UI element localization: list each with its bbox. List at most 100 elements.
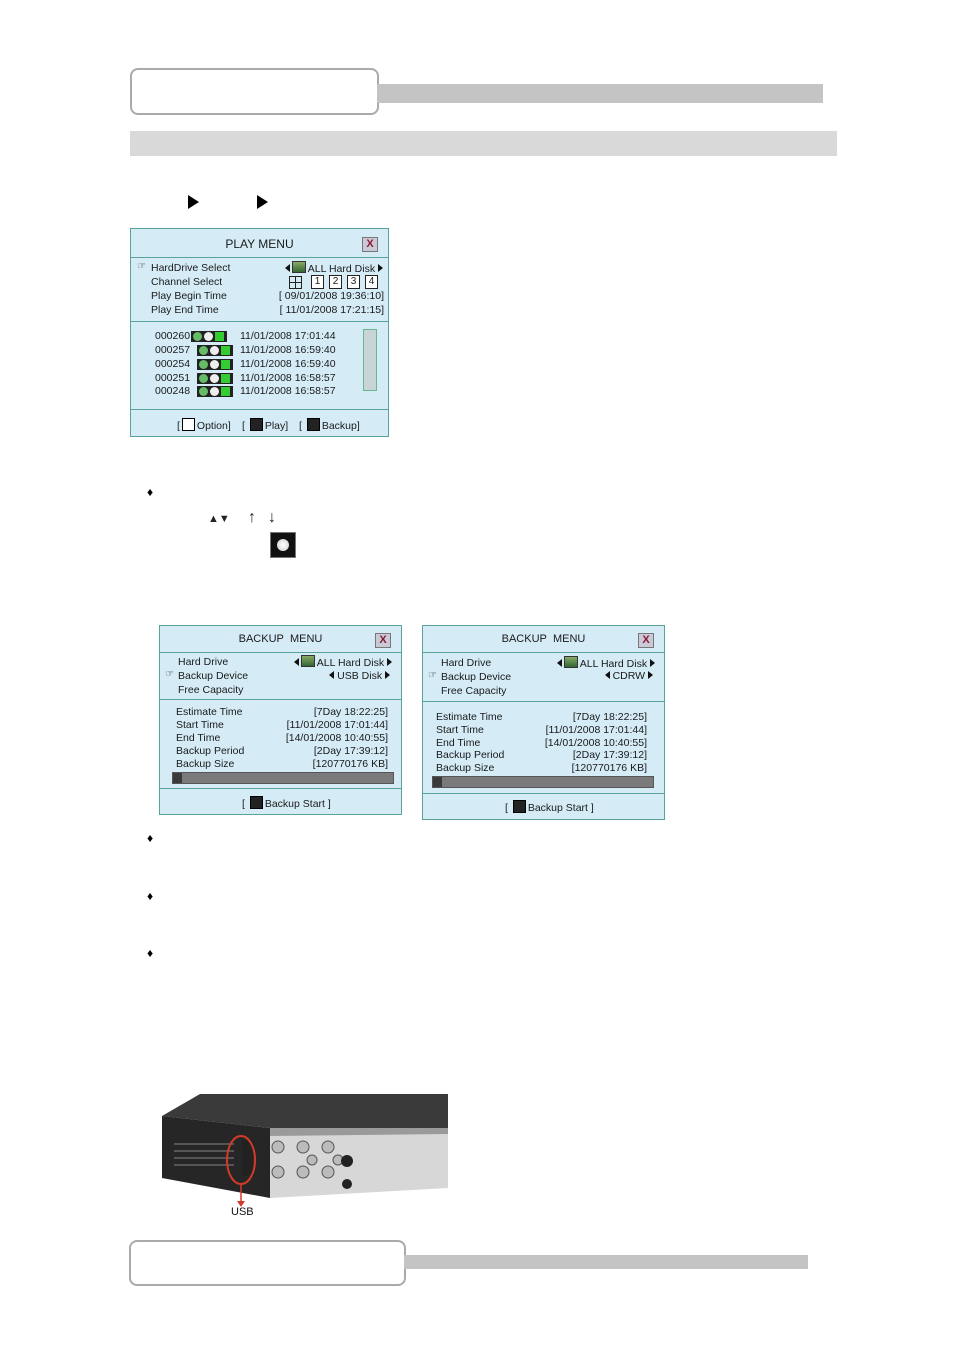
backup-size-label: Backup Size [176,758,235,770]
play-label: Play] [264,420,289,432]
bullet-diamond-icon: ♦ [147,485,154,499]
option-button[interactable]: [Option] [177,418,231,432]
hard-drive-text: ALL Hard Disk [579,658,648,670]
hard-drive-value[interactable]: ALL Hard Disk [556,656,655,670]
event-id[interactable]: 000254 [155,358,191,370]
hard-disk-icon [300,655,315,667]
harddrive-select-value[interactable]: ALL Hard Disk [284,261,383,275]
backup-start-label: Backup Start ] [527,802,594,814]
footer-gray-bar [404,1255,808,1269]
backup-device-text: CDRW [612,670,646,682]
event-icons [197,345,233,356]
hard-drive-label: Hard Drive [441,657,492,669]
event-id[interactable]: 000257 [155,344,191,356]
menu-title-word: MENU [289,633,323,645]
backup-title-word: BACKUP [238,633,284,645]
backup-device-value[interactable]: USB Disk [329,670,390,682]
play-begin-time-label: Play Begin Time [151,290,227,302]
divider [423,793,664,794]
start-time-value: [11/01/2008 17:01:44] [545,724,647,736]
backup-device-text: USB Disk [337,670,383,682]
event-icons [191,331,227,342]
end-time-value[interactable]: [14/01/2008 10:40:55] [285,732,388,744]
divider [423,701,664,702]
channel-1-box[interactable]: 1 [311,275,324,289]
backup-menu-title: BACKUP MENU [423,633,664,645]
free-capacity-label: Free Capacity [441,685,507,697]
play-menu-panel: PLAY MENU X ☞ HardDrive Select ALL Hard … [130,228,389,437]
divider [131,409,388,410]
backup-size-label: Backup Size [436,762,495,774]
pointer-hand-icon: ☞ [137,261,146,272]
backup-key-icon [270,532,296,558]
chevron-left-icon [329,671,335,679]
play-menu-title: PLAY MENU [225,237,294,251]
divider [131,257,388,258]
divider [160,788,401,789]
channel-select-label: Channel Select [151,276,223,288]
hard-drive-value[interactable]: ALL Hard Disk [293,655,392,669]
channel-3-box[interactable]: 3 [347,275,360,289]
header-tab-box [130,68,379,115]
event-list-scrollbar[interactable] [363,329,377,391]
event-time[interactable]: 11/01/2008 17:01:44 [240,330,336,342]
close-icon[interactable]: X [375,633,391,648]
footer-tab-box [129,1240,406,1286]
backup-menu-usb-panel: BACKUP MENU X Hard Drive ALL Hard Disk ☞… [159,625,402,815]
estimate-time-value: [7Day 18:22:25] [572,711,647,723]
backup-icon [306,418,320,431]
backup-progress-bar [432,776,654,788]
channel-2-box[interactable]: 2 [329,275,342,289]
event-time[interactable]: 11/01/2008 16:58:57 [240,385,336,397]
chevron-right-icon [387,658,392,666]
play-icon [512,800,526,813]
grid-view-icon[interactable] [289,276,302,289]
play-button[interactable]: [ Play] [242,418,289,432]
bullet-diamond-icon: ♦ [147,889,154,903]
close-icon[interactable]: X [362,237,378,252]
harddrive-select-label: HardDrive Select [151,262,231,274]
backup-start-button[interactable]: [ Backup Start ] [242,796,331,810]
event-time[interactable]: 11/01/2008 16:59:40 [240,344,336,356]
end-time-value[interactable]: [14/01/2008 10:40:55] [544,737,647,749]
backup-button[interactable]: [ Backup] [299,418,360,432]
backup-device-label: Backup Device [178,670,249,682]
usb-label: USB [231,1206,254,1218]
close-icon[interactable]: X [638,633,654,648]
backup-period-label: Backup Period [176,745,245,757]
option-label: Option] [196,420,231,432]
menu-title-word: MENU [552,633,586,645]
backup-size-value: [120770176 KB] [571,762,647,774]
play-end-time-value[interactable]: [ 11/01/2008 17:21:15] [279,304,384,316]
chevron-left-icon [556,659,562,667]
hard-disk-icon [291,261,306,273]
backup-period-value: [2Day 17:39:12] [572,749,647,761]
dvr-device-photo: USB [160,1088,448,1220]
chevron-right-icon [385,671,390,679]
channel-4-box[interactable]: 4 [365,275,378,289]
backup-title-word: BACKUP [501,633,547,645]
grid-option-icon [181,418,195,431]
hard-drive-text: ALL Hard Disk [316,657,385,669]
harddrive-select-text: ALL Hard Disk [307,263,376,275]
progress-fill [173,773,182,783]
up-down-arrows-icon: ▲▼ [208,513,230,525]
backup-menu-cdrw-panel: BACKUP MENU X Hard Drive ALL Hard Disk ☞… [422,625,665,820]
backup-start-button[interactable]: [ Backup Start ] [505,800,594,814]
chevron-left-icon [293,658,299,666]
up-arrow-icon: ↑ [248,509,256,526]
chevron-left-icon [604,671,610,679]
event-id[interactable]: 000248 [155,385,191,397]
play-begin-time-value[interactable]: [ 09/01/2008 19:36:10] [278,290,384,302]
divider [131,321,388,322]
end-time-label: End Time [436,737,481,749]
play-arrow-icon [257,195,268,209]
event-time[interactable]: 11/01/2008 16:58:57 [240,372,336,384]
event-time[interactable]: 11/01/2008 16:59:40 [240,358,336,370]
event-id[interactable]: 000260 [155,330,191,342]
backup-device-value[interactable]: CDRW [604,670,653,682]
start-time-label: Start Time [176,719,224,731]
event-id[interactable]: 000251 [155,372,191,384]
event-icons [197,386,233,397]
down-arrow-icon: ↓ [268,509,276,526]
